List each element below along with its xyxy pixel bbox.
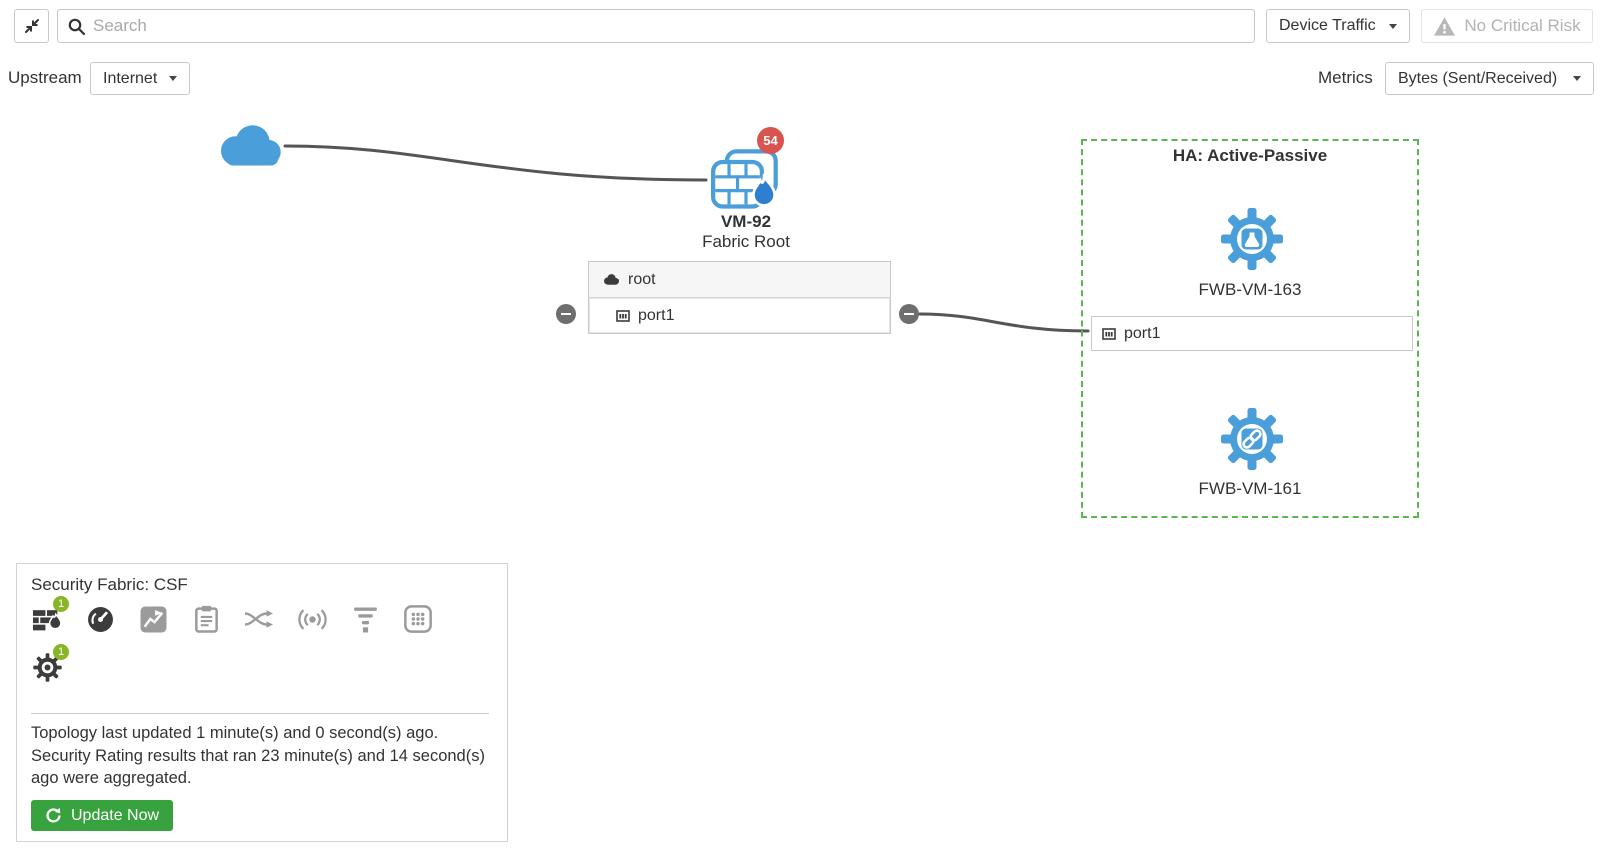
interface-table: root port1	[588, 261, 891, 334]
fabric-root-name: VM-92	[720, 212, 772, 231]
warning-triangle-icon	[1434, 16, 1456, 36]
shield-dots-glyph	[404, 605, 432, 633]
fortiweb-badge: 1	[53, 644, 69, 660]
vdom-cloud-icon	[604, 274, 619, 285]
risk-status-button[interactable]: No Critical Risk	[1421, 9, 1593, 43]
chart-flag-glyph	[140, 606, 166, 632]
alert-count-badge: 54	[757, 127, 784, 154]
fabric-device-icon-row-2: 1	[31, 644, 69, 684]
ha-device-primary-name: FWB-VM-163	[1198, 280, 1302, 299]
interface-root-label: root	[628, 270, 656, 288]
collapse-button[interactable]	[14, 9, 49, 43]
connection-line-ha	[918, 312, 1090, 333]
interface-row-port1[interactable]: port1	[589, 298, 890, 333]
device-traffic-label: Device Traffic	[1279, 17, 1376, 34]
chevron-down-icon	[169, 76, 177, 81]
fortiweb-gear-link-icon	[1221, 408, 1283, 470]
antenna-glyph	[353, 607, 377, 632]
gauge-glyph	[87, 606, 113, 632]
fabric-root-node[interactable]	[711, 149, 781, 211]
chevron-down-icon	[1389, 23, 1397, 29]
ha-port-label: port1	[1124, 324, 1161, 342]
fortianalyzer-icon[interactable]	[84, 603, 116, 635]
upstream-value: Internet	[103, 69, 158, 87]
fortiview-icon[interactable]	[137, 603, 169, 635]
chevron-down-icon	[1573, 76, 1581, 81]
log-clipboard-icon[interactable]	[190, 603, 222, 635]
internet-cloud-icon	[220, 125, 281, 166]
port-interface-icon	[616, 309, 630, 322]
fortigate-icon[interactable]: 1	[31, 596, 69, 635]
fortiswitch-icon[interactable]	[243, 603, 275, 635]
interface-port1-label: port1	[638, 306, 675, 324]
topology-status-text: Topology last updated 1 minute(s) and 0 …	[31, 724, 485, 787]
search-box	[57, 9, 1255, 43]
metrics-label: Metrics	[1318, 68, 1373, 87]
ha-device-secondary-node[interactable]	[1220, 407, 1284, 471]
shield-dots-icon[interactable]	[402, 603, 434, 635]
metrics-dropdown[interactable]: Bytes (Sent/Received)	[1385, 62, 1594, 95]
collapse-link-right-button[interactable]	[899, 304, 919, 324]
update-now-label: Update Now	[71, 806, 160, 824]
update-now-button[interactable]: Update Now	[31, 800, 174, 831]
panel-divider	[31, 713, 489, 714]
fortiextender-icon[interactable]	[349, 603, 381, 635]
search-icon	[68, 18, 86, 35]
metrics-value: Bytes (Sent/Received)	[1398, 69, 1558, 87]
fabric-device-icon-row: 1	[31, 596, 434, 636]
ha-device-primary-node[interactable]	[1220, 207, 1284, 271]
upstream-dropdown[interactable]: Internet	[90, 62, 190, 95]
broadcast-glyph	[297, 609, 327, 629]
fortigate-firewall-glyph	[32, 609, 62, 630]
search-input[interactable]	[93, 16, 1245, 36]
security-fabric-panel: Security Fabric: CSF 1	[16, 563, 508, 842]
fortiweb-icon[interactable]: 1	[31, 644, 69, 683]
ha-port-row[interactable]: port1	[1091, 316, 1413, 351]
refresh-icon	[46, 807, 61, 823]
ha-device-secondary-name: FWB-VM-161	[1198, 479, 1302, 498]
connection-line-internet	[283, 144, 708, 182]
gear-glyph	[32, 652, 62, 682]
collapse-arrows-icon	[24, 19, 39, 33]
upstream-label: Upstream	[8, 68, 82, 87]
clipboard-glyph	[194, 605, 218, 633]
fortigate-badge: 1	[53, 596, 69, 612]
fabric-panel-title: Security Fabric: CSF	[31, 575, 188, 594]
fortiap-icon[interactable]	[296, 603, 328, 635]
collapse-link-left-button[interactable]	[556, 304, 576, 324]
shuffle-glyph	[244, 610, 273, 628]
risk-status-label: No Critical Risk	[1464, 16, 1581, 35]
port-interface-icon	[1102, 327, 1116, 340]
internet-cloud-node[interactable]	[210, 119, 288, 173]
device-traffic-dropdown[interactable]: Device Traffic	[1266, 9, 1410, 43]
ha-group-box: HA: Active-Passive FWB-VM-1	[1081, 139, 1419, 518]
fortiweb-gear-icon	[1221, 208, 1283, 270]
ha-group-title: HA: Active-Passive	[1172, 146, 1328, 165]
interface-row-root[interactable]: root	[589, 262, 890, 298]
fortigate-firewall-icon	[711, 149, 778, 209]
fabric-root-role: Fabric Root	[702, 232, 790, 251]
